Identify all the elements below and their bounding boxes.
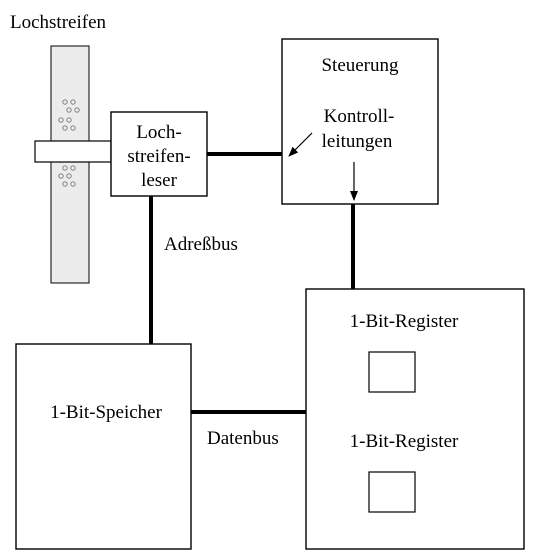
register1-label: 1-Bit-Register	[350, 311, 459, 332]
register1-cell	[368, 351, 416, 393]
control-lines-label-line2: leitungen	[322, 131, 393, 152]
tape-reader-label-line2: streifen-	[127, 146, 190, 167]
tape-reader-label-line3: leser	[141, 170, 178, 191]
control-unit-box	[281, 38, 439, 205]
control-unit-label: Steuerung	[321, 55, 399, 76]
tape-reader-label-line1: Loch-	[136, 122, 181, 143]
punched-tape	[50, 45, 90, 284]
tape-holes-lower	[58, 165, 76, 187]
memory-box	[15, 343, 192, 550]
tape-reader-box	[110, 111, 208, 197]
reader-guide-bar	[34, 140, 112, 163]
register2-cell	[368, 471, 416, 513]
tape-label: Lochstreifen	[10, 12, 107, 33]
control-line-arrow-left	[288, 132, 313, 157]
data-bus-label: Datenbus	[207, 428, 279, 449]
control-lines-label-line1: Kontroll-	[324, 106, 395, 127]
memory-label: 1-Bit-Speicher	[50, 402, 163, 423]
tape-holes-upper	[58, 99, 80, 131]
register2-label: 1-Bit-Register	[350, 431, 459, 452]
address-bus-label: Adreßbus	[164, 234, 238, 255]
